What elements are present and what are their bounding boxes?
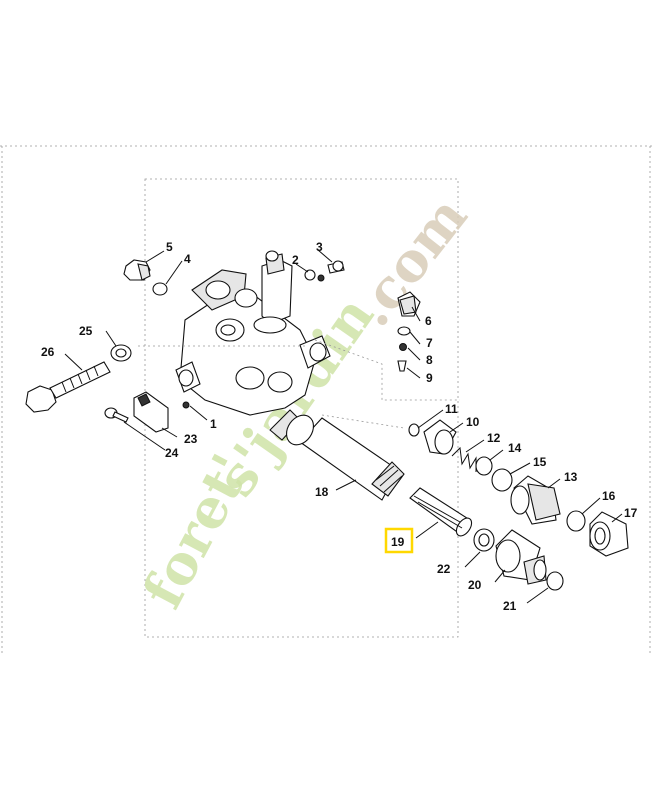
part-label-6[interactable]: 6	[425, 314, 432, 328]
part-label-16[interactable]: 16	[602, 489, 616, 503]
part-label-25[interactable]: 25	[79, 324, 93, 338]
outer-frame	[0, 145, 652, 655]
part-label-2[interactable]: 2	[292, 253, 299, 267]
part-label-9[interactable]: 9	[426, 371, 433, 385]
part-24-screw-drawing	[104, 407, 129, 423]
part-16-oring-drawing	[566, 510, 586, 532]
part-label-26[interactable]: 26	[41, 345, 55, 359]
part-15-oring-drawing	[491, 468, 513, 492]
part-25-washer-drawing	[110, 344, 132, 362]
part-label-4[interactable]: 4	[184, 252, 191, 266]
part-11-oring-drawing	[408, 423, 420, 437]
leader-lines	[64, 249, 623, 604]
watermark-logo: foret' s'jardin .com	[130, 184, 479, 618]
part-4-oring-drawing	[152, 282, 168, 296]
highlight-box-19	[384, 527, 414, 554]
parts-drawing	[25, 250, 629, 591]
part-8-ball-drawing	[399, 343, 407, 351]
part-label-17[interactable]: 17	[624, 506, 638, 520]
part-label-24[interactable]: 24	[165, 446, 179, 460]
part-7-oring-drawing	[397, 326, 411, 336]
part-9-spring-drawing	[397, 360, 407, 372]
part-21-oring-drawing	[546, 571, 564, 591]
part-12-spring-drawing	[451, 446, 477, 472]
part-19-filter-drawing	[409, 487, 473, 537]
part-label-13[interactable]: 13	[564, 470, 578, 484]
part-10-seat-drawing	[423, 419, 457, 455]
part-2-washer-drawing	[304, 269, 325, 282]
part-3-screw-drawing	[327, 260, 345, 274]
part-label-21[interactable]: 21	[503, 599, 517, 613]
part-label-23[interactable]: 23	[184, 432, 198, 446]
inner-frame	[144, 178, 459, 638]
part-label-8[interactable]: 8	[426, 353, 433, 367]
part-6-fitting-drawing	[397, 291, 421, 317]
part-26-bolt-drawing	[25, 361, 111, 413]
part-label-7[interactable]: 7	[426, 336, 433, 350]
part-label-5[interactable]: 5	[166, 240, 173, 254]
part-label-14[interactable]: 14	[508, 441, 522, 455]
part-23-plate-drawing	[133, 391, 169, 433]
part-13-fitting-drawing	[510, 475, 561, 525]
part-5-plug-drawing	[123, 259, 151, 281]
part-20-coupling-drawing	[495, 529, 547, 585]
part-label-1[interactable]: 1	[210, 417, 217, 431]
part-label-15[interactable]: 15	[533, 455, 547, 469]
part-label-10[interactable]: 10	[466, 415, 480, 429]
part-label-18[interactable]: 18	[315, 485, 329, 499]
part-22-washer-drawing	[473, 528, 495, 552]
part-17-nut-drawing	[589, 511, 629, 557]
part-label-20[interactable]: 20	[468, 578, 482, 592]
pump-body-drawing	[175, 250, 331, 416]
part-14-oring-drawing	[475, 456, 493, 476]
part-labels: 5 4 3 2 6 7 8 9 11 10 12 14 15 13 16 17 …	[41, 240, 638, 613]
part-label-19[interactable]: 19	[391, 535, 405, 549]
part-label-11[interactable]: 11	[445, 402, 458, 416]
part-label-12[interactable]: 12	[487, 431, 501, 445]
part-label-22[interactable]: 22	[437, 562, 451, 576]
part-label-3[interactable]: 3	[316, 240, 323, 254]
